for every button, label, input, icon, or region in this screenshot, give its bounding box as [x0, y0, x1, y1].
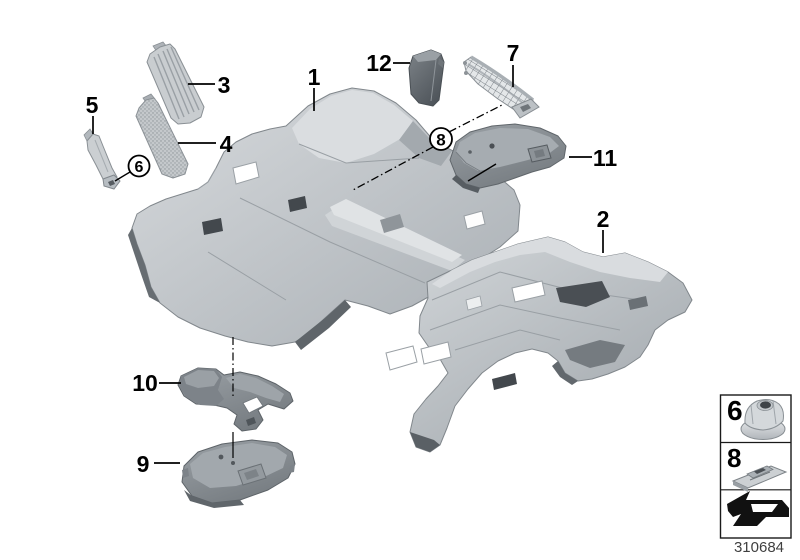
part-7-storage-net	[463, 55, 540, 119]
dashdot-line-8-to-net	[448, 103, 505, 133]
drawing-number: 310684	[734, 539, 784, 556]
carpet-cutout-hole	[463, 210, 486, 230]
callout-9[interactable]: 9	[137, 451, 150, 477]
callout-5[interactable]: 5	[86, 92, 99, 118]
carpet-cutout-hole	[232, 161, 260, 185]
callout-10[interactable]: 10	[132, 370, 158, 396]
part-11-foam-insert	[449, 123, 567, 193]
leader-line-11-attach	[467, 163, 497, 182]
legend-continuation-cell	[727, 491, 789, 526]
callouts: 1 2 3 4 5 7 9 10 11 12 6 8	[86, 40, 618, 477]
callout-4[interactable]: 4	[220, 131, 233, 157]
callout-12[interactable]: 12	[366, 50, 392, 76]
leader-line-6	[114, 171, 131, 182]
callout-2[interactable]: 2	[597, 206, 610, 232]
legend-item-6: 6	[727, 395, 786, 440]
callout-1[interactable]: 1	[308, 64, 321, 90]
legend-box: 6 8	[719, 394, 792, 539]
leader-lines	[92, 62, 604, 464]
part-2-rear-floor-covering	[385, 236, 693, 453]
callout-8-number: 8	[436, 131, 445, 150]
part-3-footrest-trim	[146, 41, 205, 125]
part-10-foam-insert	[177, 367, 294, 432]
part-9-foam-insert	[181, 439, 296, 508]
retaining-clip-icon	[731, 465, 788, 492]
part-4-footrest-trim	[135, 93, 189, 179]
plastic-nut-icon	[740, 399, 786, 440]
callout-6-number: 6	[135, 159, 144, 176]
part-5-bracket	[83, 128, 121, 190]
part-12-pad	[408, 49, 445, 107]
callout-8-circled[interactable]: 8	[429, 127, 453, 151]
continuation-arrow-icon	[727, 491, 789, 526]
callout-11[interactable]: 11	[593, 145, 618, 171]
legend-item-6-label: 6	[727, 395, 743, 426]
assembly-alignment-lines	[232, 103, 505, 458]
callout-7[interactable]: 7	[507, 40, 520, 66]
legend-item-8: 8	[727, 443, 788, 492]
callout-6-circled[interactable]: 6	[127, 154, 151, 178]
callout-3[interactable]: 3	[218, 72, 231, 98]
legend-item-8-label: 8	[727, 443, 741, 473]
